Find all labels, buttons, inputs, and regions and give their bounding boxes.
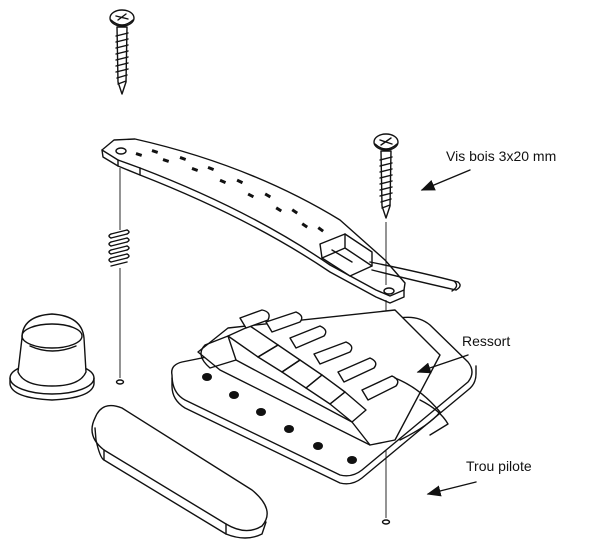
left-wood-screw [109,9,135,95]
bridge-assembly [171,309,477,485]
pickup-cover [91,404,268,539]
control-knob [9,313,95,401]
left-pilot-hole [115,379,125,385]
screw-arrow [420,169,471,191]
right-wood-screw [373,133,399,219]
pilot-hole-label: Trou pilote [466,458,532,474]
pilot-hole-arrow [426,481,477,497]
spring-label: Ressort [462,333,511,349]
right-pilot-hole [381,519,391,525]
left-spring [108,229,130,267]
screw-label: Vis bois 3x20 mm [446,148,557,164]
spring-arrow [416,354,469,374]
pickup-bar [101,138,461,304]
